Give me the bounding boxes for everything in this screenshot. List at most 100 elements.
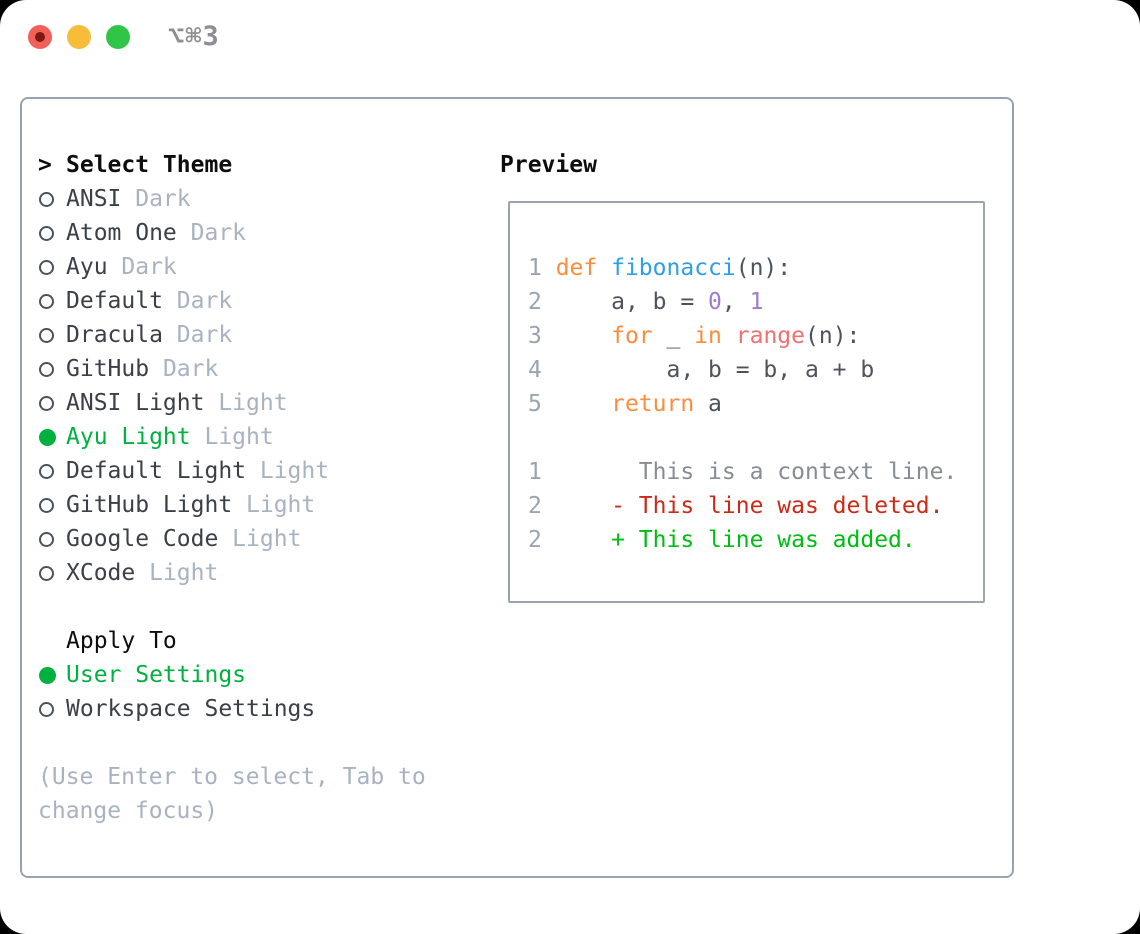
radio-icon	[39, 497, 54, 513]
theme-name: Ayu Light	[66, 424, 191, 450]
token-context: This is a context line.	[555, 459, 958, 485]
theme-name: ANSI	[66, 186, 122, 212]
line-number: 3	[528, 323, 556, 349]
code-line: 3 for _ in range(n):	[528, 319, 983, 353]
radio-selected-icon	[39, 666, 56, 684]
radio-selected-icon	[39, 428, 56, 446]
line-number: 2	[528, 527, 556, 553]
token-plain: (n):	[805, 323, 861, 349]
code-line: 5 return a	[528, 387, 983, 421]
theme-variant: Dark	[162, 322, 233, 348]
token-plain: a	[694, 391, 722, 417]
theme-option-default-light[interactable]: Default Light Light	[38, 454, 488, 488]
line-number	[528, 425, 556, 451]
prompt-caret-icon: >	[38, 152, 52, 178]
help-text: (Use Enter to select, Tab to change focu…	[38, 760, 488, 828]
radio-icon	[39, 701, 54, 717]
radio-icon	[39, 327, 54, 343]
theme-name: Atom One	[66, 220, 177, 246]
theme-variant: Light	[190, 424, 274, 450]
minimize-button[interactable]	[67, 25, 91, 49]
token-function: fibonacci	[611, 255, 736, 281]
spacer	[38, 590, 488, 624]
theme-name: ANSI Light	[66, 390, 205, 416]
token-plain	[556, 391, 611, 417]
apply-option-workspace-settings[interactable]: Workspace Settings	[38, 692, 488, 726]
help-line-2: change focus)	[38, 798, 219, 824]
theme-variant: Light	[232, 492, 316, 518]
theme-name: GitHub	[66, 356, 150, 382]
theme-option-atom-one[interactable]: Atom One Dark	[38, 216, 488, 250]
token-number: 1	[749, 289, 764, 315]
theme-option-github[interactable]: GitHub Dark	[38, 352, 488, 386]
radio-icon	[39, 191, 54, 207]
token-added: + This line was added.	[555, 527, 916, 553]
theme-variant: Light	[246, 458, 330, 484]
theme-variant: Dark	[149, 356, 219, 382]
preview-header: Preview	[500, 152, 597, 178]
theme-name: Dracula	[66, 322, 163, 348]
theme-name: XCode	[66, 560, 136, 586]
radio-icon	[39, 463, 54, 479]
token-call: range	[735, 323, 805, 349]
theme-option-ansi-light[interactable]: ANSI Light Light	[38, 386, 488, 420]
theme-variant: Dark	[162, 288, 233, 314]
theme-name: Ayu	[66, 254, 108, 280]
close-button[interactable]	[28, 25, 52, 49]
apply-to-title: Apply To	[66, 628, 177, 654]
token-plain: _	[652, 323, 695, 349]
token-keyword: in	[694, 323, 722, 349]
theme-name: Default Light	[66, 458, 247, 484]
code-line: 1 def fibonacci(n):	[528, 251, 983, 285]
token-plain: a, b = b, a + b	[555, 357, 875, 383]
code-line: 4 a, b = b, a + b	[528, 353, 983, 387]
line-number: 2	[528, 289, 556, 315]
theme-name: Default	[66, 288, 163, 314]
token-number: 0	[708, 289, 722, 315]
token-plain	[722, 323, 736, 349]
theme-variant: Light	[218, 526, 302, 552]
token-keyword: for	[611, 323, 653, 349]
line-number: 5	[528, 391, 556, 417]
theme-name: GitHub Light	[66, 492, 233, 518]
radio-icon	[39, 225, 54, 241]
apply-to-header: Apply To	[38, 624, 488, 658]
theme-option-ayu[interactable]: Ayu Dark	[38, 250, 488, 284]
token-plain: a, b =	[555, 289, 709, 315]
theme-name: Google Code	[66, 526, 219, 552]
token-plain	[556, 323, 611, 349]
token-deleted: - This line was deleted.	[555, 493, 944, 519]
apply-option-user-settings[interactable]: User Settings	[38, 658, 488, 692]
line-number: 1	[528, 459, 556, 485]
theme-variant: Light	[204, 390, 288, 416]
token-keyword: def	[555, 255, 598, 281]
theme-option-xcode[interactable]: XCode Light	[38, 556, 488, 590]
line-number: 2	[528, 493, 556, 519]
theme-option-dracula[interactable]: Dracula Dark	[38, 318, 488, 352]
zoom-button[interactable]	[106, 25, 130, 49]
diff-added-line: 2 + This line was added.	[528, 523, 983, 557]
line-number: 4	[528, 357, 556, 383]
theme-option-ayu-light[interactable]: Ayu Light Light	[38, 420, 488, 454]
theme-option-ansi[interactable]: ANSI Dark	[38, 182, 488, 216]
theme-option-default[interactable]: Default Dark	[38, 284, 488, 318]
select-theme-title: Select Theme	[66, 152, 233, 178]
theme-variant: Dark	[121, 186, 191, 212]
code-line: 2 a, b = 0, 1	[528, 285, 983, 319]
theme-variant: Light	[135, 560, 219, 586]
theme-option-github-light[interactable]: GitHub Light Light	[38, 488, 488, 522]
close-dot-icon	[35, 32, 45, 42]
theme-option-google-code[interactable]: Google Code Light	[38, 522, 488, 556]
blank-line	[528, 421, 983, 455]
line-number: 1	[528, 255, 556, 281]
radio-icon	[39, 293, 54, 309]
radio-icon	[39, 565, 54, 581]
apply-option-label: User Settings	[66, 662, 247, 688]
radio-icon	[39, 259, 54, 275]
